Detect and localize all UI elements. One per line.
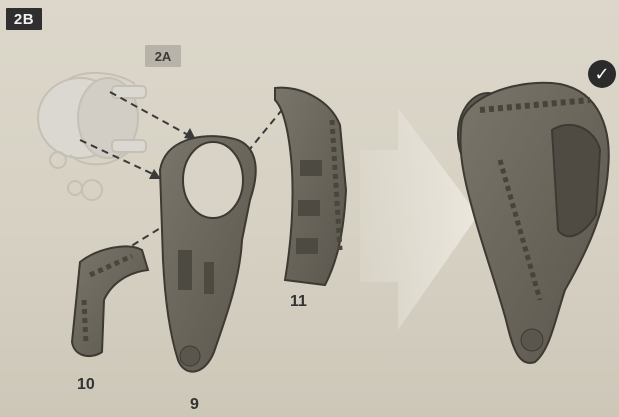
checkmark-icon: ✓ bbox=[588, 60, 616, 88]
step-badge: 2B bbox=[6, 8, 42, 30]
part-number-9: 9 bbox=[190, 396, 199, 414]
part-number-10: 10 bbox=[77, 376, 95, 394]
ghost-part-2a bbox=[38, 73, 146, 200]
part-11-shape bbox=[275, 88, 346, 285]
part-number-11: 11 bbox=[290, 293, 307, 311]
assembled-result-shape bbox=[458, 83, 609, 363]
reference-step-badge: 2A bbox=[145, 45, 181, 67]
part-9-shape bbox=[160, 136, 256, 372]
part-10-shape bbox=[72, 246, 148, 356]
